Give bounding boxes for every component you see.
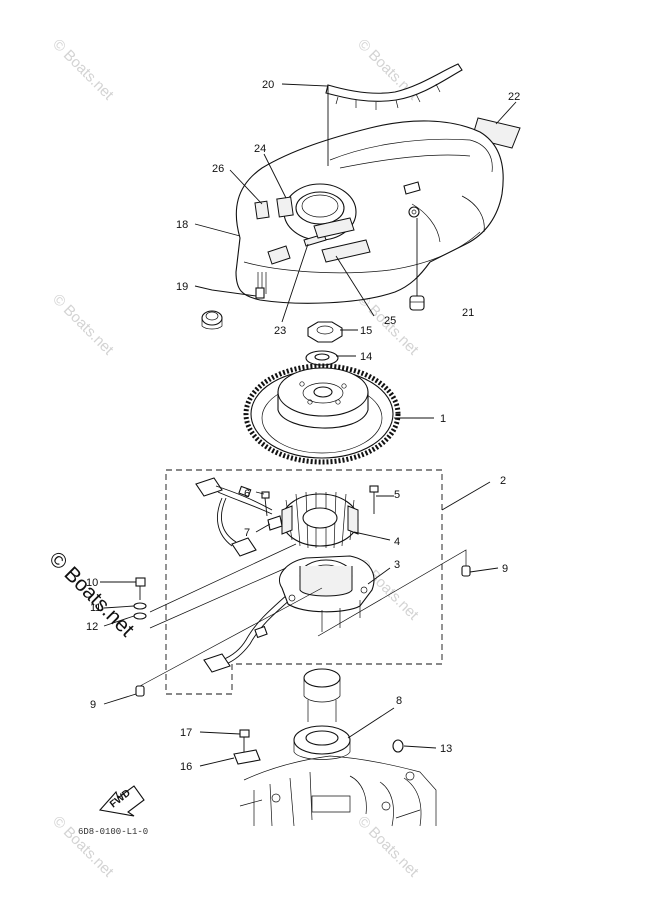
callout-21: 21	[462, 307, 474, 319]
callout-1: 1	[440, 413, 446, 425]
callouts: 1 2 3 4 5 6 7 8 9 9 10 11 12 13 14 15 16…	[86, 79, 520, 773]
part-4-stator	[281, 491, 359, 549]
callout-6: 6	[244, 488, 250, 500]
callout-9-right: 9	[502, 563, 508, 575]
watermark-top-left: © Boats.net	[49, 36, 117, 104]
diagram-code: 6D8-0100-L1-0	[78, 827, 148, 837]
callout-16: 16	[180, 761, 192, 773]
callout-14: 14	[360, 351, 372, 363]
callout-18: 18	[176, 219, 188, 231]
part-6-screw	[261, 491, 270, 517]
watermark-bottom-right: © Boats.net	[354, 813, 422, 881]
part-21-damper	[409, 218, 425, 311]
part-5-screw	[369, 485, 379, 514]
alignment-lines	[139, 543, 467, 687]
part-9-dowel-right	[461, 565, 471, 577]
part-25-label	[313, 217, 371, 263]
callout-22: 22	[508, 91, 520, 103]
part-12-washer	[133, 612, 147, 620]
callout-11: 11	[90, 602, 101, 614]
part-7-clamp	[267, 515, 283, 531]
engine-block	[239, 755, 437, 827]
callout-10: 10	[86, 577, 98, 589]
callout-17: 17	[180, 727, 192, 739]
callout-5: 5	[394, 489, 400, 501]
part-17-bolt	[239, 729, 250, 752]
part-15-nut	[307, 321, 343, 343]
part-8-ring	[293, 725, 351, 760]
part-2-assembly-boundary	[165, 469, 491, 695]
callout-12: 12	[86, 621, 98, 633]
watermark-mid-left: © Boats.net	[49, 291, 117, 359]
callout-23: 23	[274, 325, 286, 337]
part-1-flywheel	[243, 363, 401, 465]
callout-20: 20	[262, 79, 274, 91]
watermark-bottom-left: © Boats.net	[49, 813, 117, 881]
callout-26: 26	[212, 163, 224, 175]
part-9-dowel-left	[135, 685, 145, 697]
part-18-flywheel-cover	[235, 120, 504, 304]
part-11-washer	[133, 602, 147, 610]
part-13-key	[392, 739, 404, 753]
upper-pulley	[303, 668, 341, 722]
part-20-seal-strip	[325, 63, 463, 110]
callout-25: 25	[384, 315, 396, 327]
fwd-arrow: FWD	[98, 785, 145, 817]
callout-9-left: 9	[90, 699, 96, 711]
callout-13: 13	[440, 743, 452, 755]
callout-2: 2	[500, 475, 506, 487]
part-3-base	[279, 555, 375, 632]
part-19-grommet	[201, 310, 223, 330]
callout-15: 15	[360, 325, 372, 337]
part-14-washer	[305, 350, 339, 366]
part-10-bolt	[135, 577, 146, 600]
part-16-plate	[233, 749, 261, 765]
wire-harness	[195, 477, 293, 673]
callout-3: 3	[394, 559, 400, 571]
leader-lines	[100, 83, 517, 767]
part-24-26-labels	[254, 196, 294, 220]
callout-19: 19	[176, 281, 188, 293]
callout-4: 4	[394, 536, 400, 548]
callout-24: 24	[254, 143, 266, 155]
callout-7: 7	[244, 527, 250, 539]
callout-8: 8	[396, 695, 402, 707]
